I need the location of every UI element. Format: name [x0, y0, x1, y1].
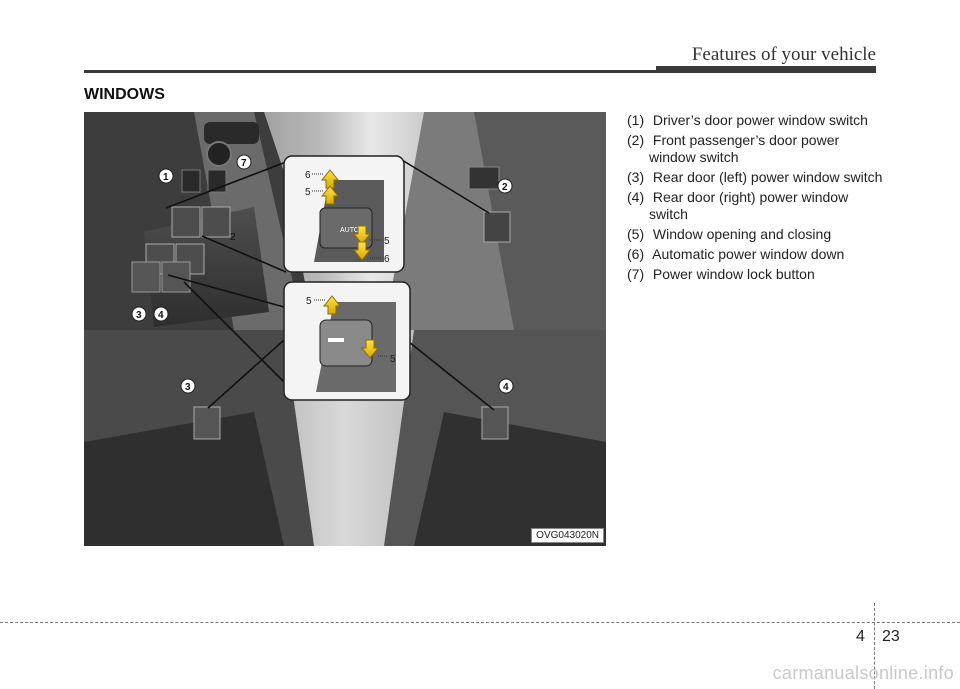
- svg-text:4: 4: [158, 310, 164, 321]
- legend-text: Window opening and closing: [652, 226, 832, 242]
- callout-6-top: 6: [305, 170, 311, 181]
- callout-3-top: 3: [131, 306, 147, 322]
- callout-3-bottom: 3: [180, 378, 196, 394]
- callout-5-top: 5: [305, 187, 311, 198]
- auto-label: AUTO: [340, 227, 360, 234]
- page-number: 23: [882, 628, 900, 645]
- legend-item: (7) Power window lock button: [627, 266, 887, 283]
- footer-divider: [874, 603, 875, 689]
- chapter-number: 4: [856, 628, 865, 645]
- section-title: WINDOWS: [84, 86, 165, 103]
- callout-4-top: 4: [153, 306, 169, 322]
- watermark: carmanualsonline.info: [772, 663, 954, 683]
- legend-text: Automatic power window down: [652, 246, 845, 262]
- legend-item: (6) Automatic power window down: [627, 246, 887, 263]
- legend-text: Rear door (right) power window switch: [649, 189, 849, 222]
- callout-4-bottom: 4: [498, 378, 514, 394]
- legend-text: Power window lock button: [652, 266, 815, 282]
- svg-text:2: 2: [502, 182, 508, 193]
- legend-num: (3): [627, 169, 645, 185]
- legend-item: (1) Driver’s door power window switch: [627, 112, 887, 129]
- callout-2-left: 2: [230, 232, 236, 243]
- callout-6-bottom: 6: [384, 254, 390, 265]
- legend-text: Front passenger’s door power window swit…: [649, 132, 840, 165]
- legend-item: (3) Rear door (left) power window switch: [627, 169, 887, 186]
- callout-2-right: 2: [497, 178, 513, 194]
- legend-num: (7): [627, 266, 645, 282]
- legend-text: Driver’s door power window switch: [652, 112, 868, 128]
- legend-num: (2): [627, 132, 645, 148]
- legend-num: (4): [627, 189, 645, 205]
- figure-code: OVG043020N: [531, 528, 604, 543]
- legend-item: (2) Front passenger’s door power window …: [627, 132, 887, 166]
- svg-text:1: 1: [163, 172, 169, 183]
- legend-text: Rear door (left) power window switch: [652, 169, 883, 185]
- callout-5-inset2-bottom: 5: [390, 354, 396, 365]
- svg-text:3: 3: [185, 382, 191, 393]
- window-switch-illustration: AUTO 6 5 5 6 5 5 1 7 2: [84, 112, 606, 546]
- legend-item: (4) Rear door (right) power window switc…: [627, 189, 887, 223]
- legend-num: (1): [627, 112, 645, 128]
- legend-num: (5): [627, 226, 645, 242]
- header-rule: [84, 70, 874, 73]
- svg-text:2: 2: [230, 232, 236, 243]
- callout-1: 1: [158, 168, 174, 184]
- callout-5-inset2-top: 5: [306, 296, 312, 307]
- svg-text:4: 4: [503, 382, 509, 393]
- running-header: Features of your vehicle: [691, 44, 876, 65]
- legend-item: (5) Window opening and closing: [627, 226, 887, 243]
- legend-list: (1) Driver’s door power window switch (2…: [627, 112, 887, 286]
- legend-num: (6): [627, 246, 645, 262]
- footer-rule: [0, 622, 960, 623]
- header-tab: [656, 66, 876, 73]
- svg-text:3: 3: [136, 310, 142, 321]
- callout-7: 7: [236, 154, 252, 170]
- svg-text:7: 7: [241, 158, 247, 169]
- callout-5-bottom: 5: [384, 236, 390, 247]
- window-switch-figure: AUTO 6 5 5 6 5 5 1 7 2: [84, 112, 606, 546]
